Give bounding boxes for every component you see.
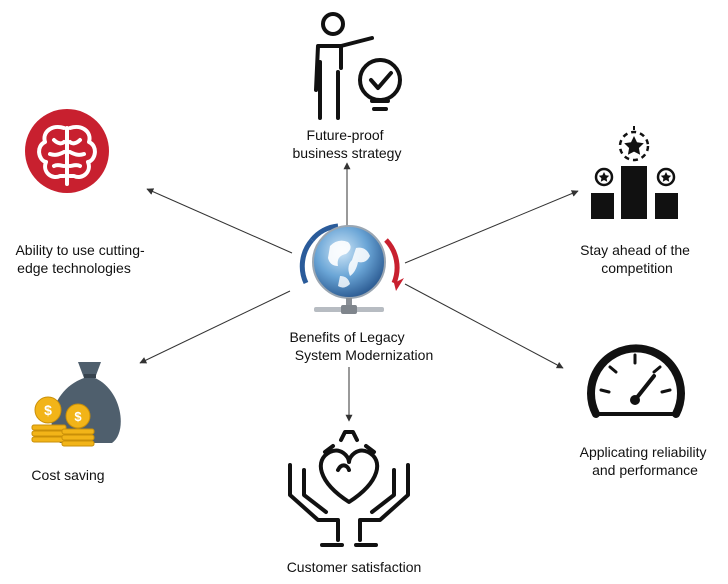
arrow-to-reliability	[404, 283, 564, 369]
svg-text:$: $	[74, 409, 82, 424]
ahead-label-line-2: competition	[601, 260, 673, 276]
arrow-to-tech	[146, 188, 293, 254]
ahead-label-line-1: Stay ahead of the	[580, 242, 690, 258]
future-label-line-2: business strategy	[293, 145, 402, 161]
reliability-label-line-2: and performance	[592, 462, 698, 478]
brain-icon	[25, 109, 109, 193]
svg-text:$: $	[44, 402, 52, 418]
center-label-line-2: System Modernization	[295, 347, 434, 363]
reliability-label: Applicating reliability and performance	[580, 444, 711, 478]
tech-label-line-1: Ability to use cutting-	[15, 242, 145, 258]
future-label-line-1: Future-proof	[307, 127, 384, 143]
center-label-line-1: Benefits of Legacy	[289, 329, 404, 345]
ahead-label: Stay ahead of the competition	[580, 242, 694, 276]
center-label: Benefits of Legacy System Modernization	[289, 329, 433, 363]
arrow-to-cost	[139, 290, 291, 364]
speedometer-icon	[587, 344, 685, 418]
presenter-lightbulb-icon	[314, 12, 402, 120]
customer-label: Customer satisfaction	[287, 559, 422, 575]
future-label: Future-proof business strategy	[293, 127, 402, 161]
cost-label-line-1: Cost saving	[31, 467, 104, 483]
money-bag-coins-icon: $ $	[31, 362, 121, 447]
hands-heart-gear-icon	[288, 430, 410, 547]
connector-arrows	[139, 162, 579, 422]
globe-network-icon	[299, 223, 404, 314]
arrow-to-ahead	[404, 190, 579, 264]
reliability-label-line-1: Applicating reliability	[580, 444, 707, 460]
podium-star-icon	[591, 126, 678, 219]
tech-label: Ability to use cutting- edge technologie…	[15, 242, 148, 276]
cost-label: Cost saving	[31, 467, 104, 483]
customer-label-line-1: Customer satisfaction	[287, 559, 422, 575]
tech-label-line-2: edge technologies	[17, 260, 131, 276]
